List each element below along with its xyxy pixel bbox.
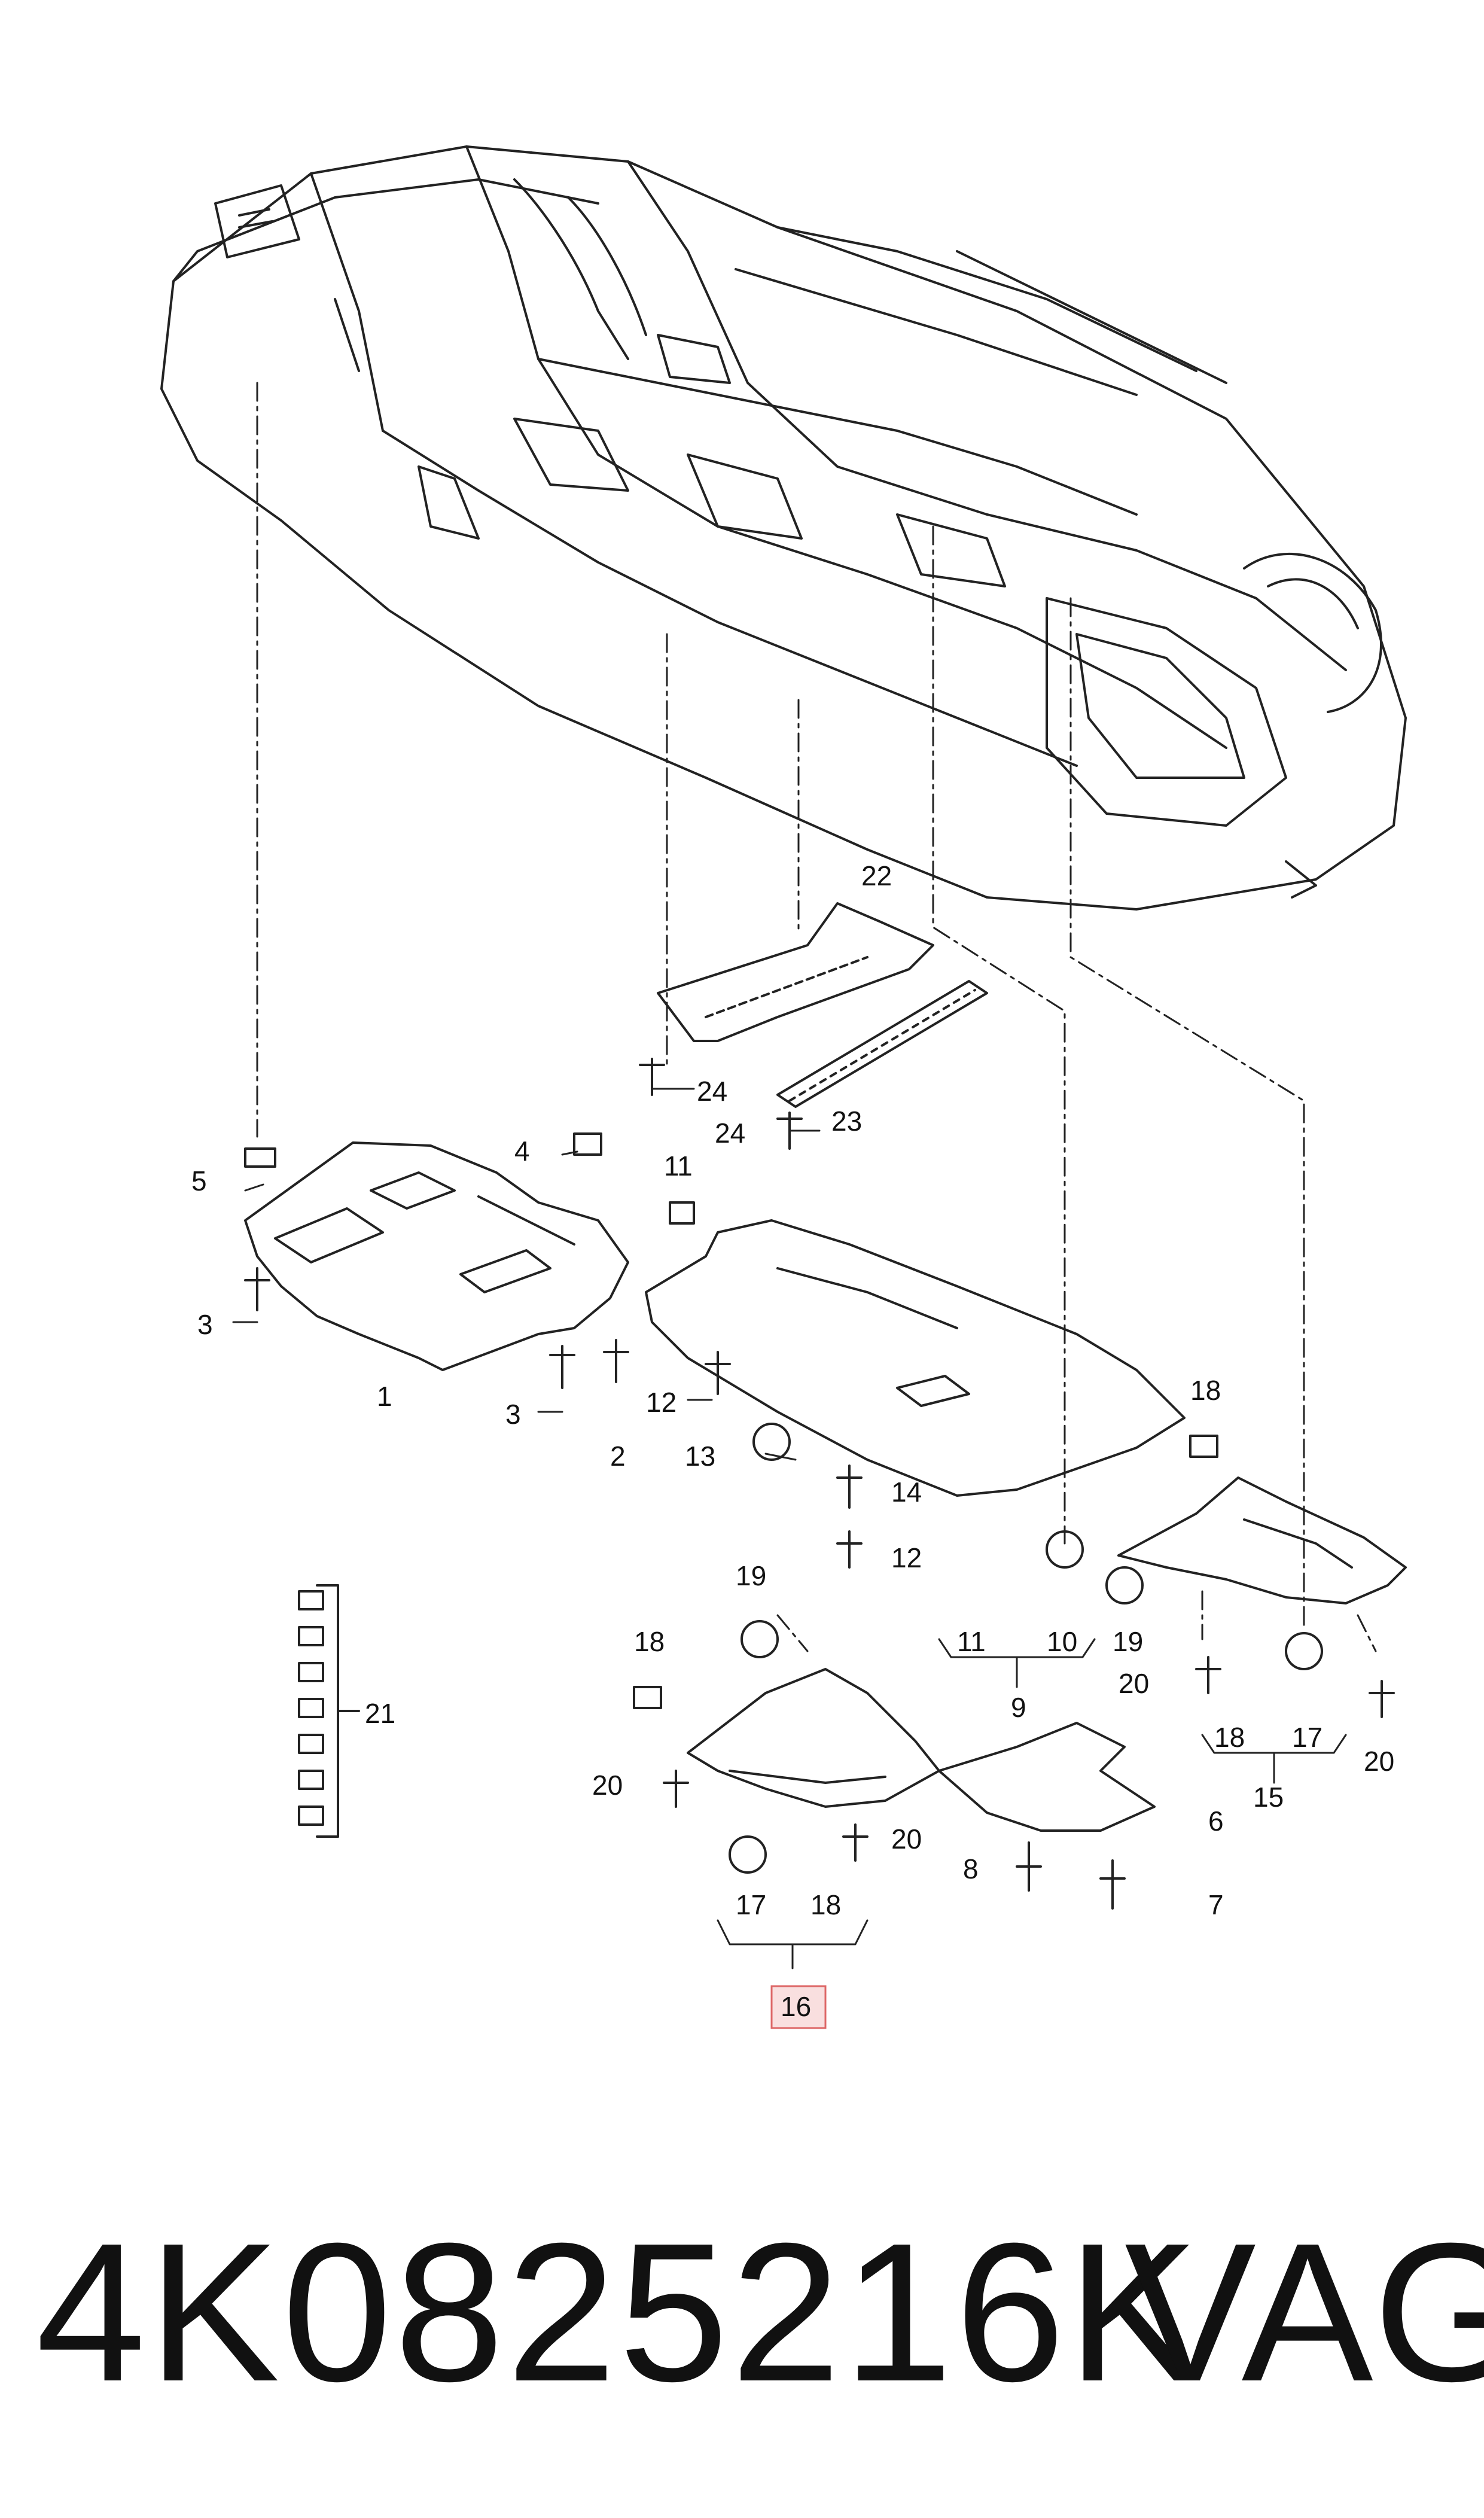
callout-14: 14 xyxy=(891,1476,922,1508)
callout-12b: 12 xyxy=(891,1542,922,1573)
part-21-kit xyxy=(298,1584,360,1838)
callout-5: 5 xyxy=(191,1165,207,1196)
highlight-box-16 xyxy=(770,1985,827,2029)
callout-leaders xyxy=(232,1088,821,1461)
callout-12a: 12 xyxy=(646,1387,677,1418)
callout-13: 13 xyxy=(685,1441,715,1472)
callout-18a: 18 xyxy=(1190,1375,1221,1406)
callout-9: 9 xyxy=(1011,1692,1026,1723)
callout-19b: 19 xyxy=(1113,1626,1143,1657)
callout-15: 15 xyxy=(1253,1782,1284,1813)
callout-3b: 3 xyxy=(505,1399,521,1430)
callout-24a: 24 xyxy=(697,1076,727,1107)
callout-1: 1 xyxy=(377,1381,392,1412)
leader-lines xyxy=(256,382,1377,1652)
callout-20d: 20 xyxy=(891,1823,922,1855)
callout-16: 16 xyxy=(781,1991,811,2022)
callout-7: 7 xyxy=(1208,1889,1224,1920)
callout-20c: 20 xyxy=(592,1770,623,1801)
callout-4: 4 xyxy=(514,1135,530,1167)
callout-2: 2 xyxy=(610,1441,626,1472)
callout-21: 21 xyxy=(365,1698,395,1729)
callout-8: 8 xyxy=(963,1853,979,1884)
callout-18c: 18 xyxy=(634,1626,665,1657)
callout-6: 6 xyxy=(1208,1805,1224,1837)
part-number: 4K0825216K xyxy=(36,2202,1202,2422)
callout-18b: 18 xyxy=(1214,1722,1245,1753)
callout-20a: 20 xyxy=(1119,1668,1149,1699)
part-9-tray xyxy=(645,1219,1186,1497)
part-16-cover xyxy=(687,1668,940,1808)
callout-23: 23 xyxy=(831,1106,862,1137)
callout-17b: 17 xyxy=(736,1889,766,1920)
fasteners xyxy=(244,1058,1395,1910)
callout-18d: 18 xyxy=(810,1889,841,1920)
callout-3a: 3 xyxy=(197,1309,213,1340)
callout-labels: 1 2 3 3 4 5 6 7 8 9 10 11 11 12 12 13 14… xyxy=(191,860,1394,2022)
callout-11b: 11 xyxy=(957,1626,986,1657)
part-15-tray xyxy=(1117,1476,1407,1604)
brand-label: VAG xyxy=(1125,2202,1484,2422)
callout-24b: 24 xyxy=(715,1118,745,1149)
exploded-parts-diagram: 1 2 3 3 4 5 6 7 8 9 10 11 11 12 12 13 14… xyxy=(160,145,1407,2029)
car-body-underside xyxy=(160,145,1407,911)
callout-20b: 20 xyxy=(1364,1746,1394,1777)
callout-11a: 11 xyxy=(664,1150,693,1182)
part-6-cover xyxy=(938,1722,1156,1832)
part-22-bracket xyxy=(657,902,934,1042)
part-1-cover xyxy=(244,1141,629,1371)
callout-22: 22 xyxy=(861,860,892,891)
callout-17a: 17 xyxy=(1292,1722,1323,1753)
part-23-bracket xyxy=(776,980,988,1108)
callout-19a: 19 xyxy=(736,1560,766,1591)
group-brackets xyxy=(717,1638,1347,1969)
callout-10: 10 xyxy=(1047,1626,1077,1657)
